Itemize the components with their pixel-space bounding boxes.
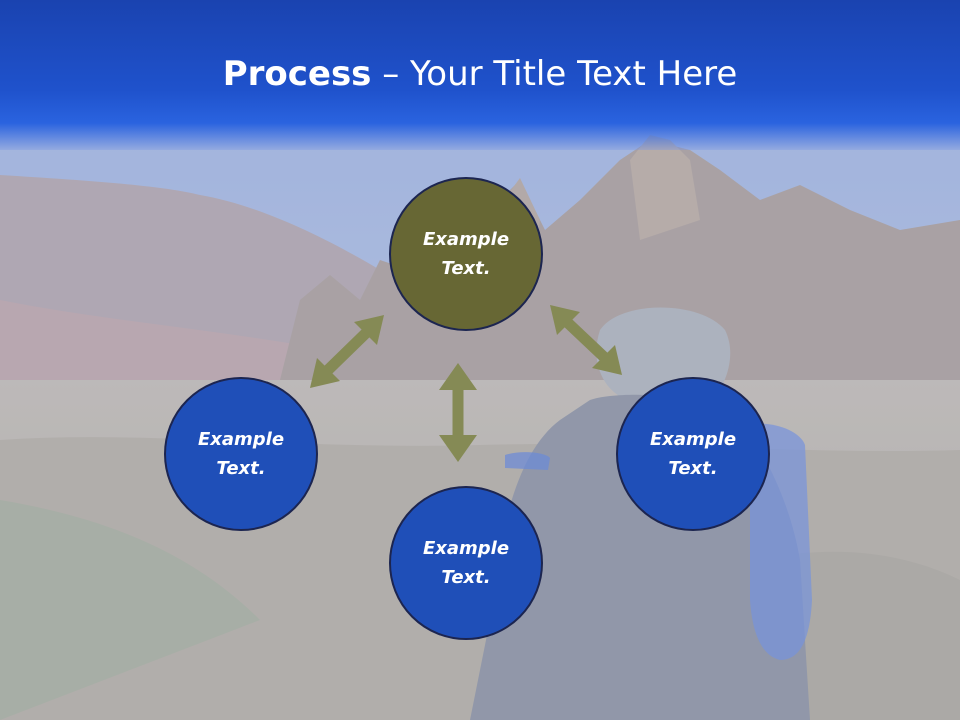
title-bold: Process bbox=[222, 54, 372, 94]
node-left-line2: Text. bbox=[216, 458, 266, 479]
node-right-line1: Example bbox=[649, 429, 737, 450]
node-right-line2: Text. bbox=[668, 458, 718, 479]
arrow-vertical bbox=[439, 363, 477, 462]
node-bottom-line1: Example bbox=[422, 538, 510, 559]
arrow-right-top bbox=[550, 305, 622, 375]
title-bar bbox=[0, 0, 960, 150]
title-rest: – Your Title Text Here bbox=[371, 54, 738, 94]
arrow-left-top bbox=[310, 315, 384, 388]
node-bottom-line2: Text. bbox=[441, 567, 491, 588]
node-top-line1: Example bbox=[422, 229, 510, 250]
node-left-line1: Example bbox=[197, 429, 285, 450]
node-top-line2: Text. bbox=[441, 258, 491, 279]
slide-title: Process – Your Title Text Here bbox=[0, 54, 960, 94]
